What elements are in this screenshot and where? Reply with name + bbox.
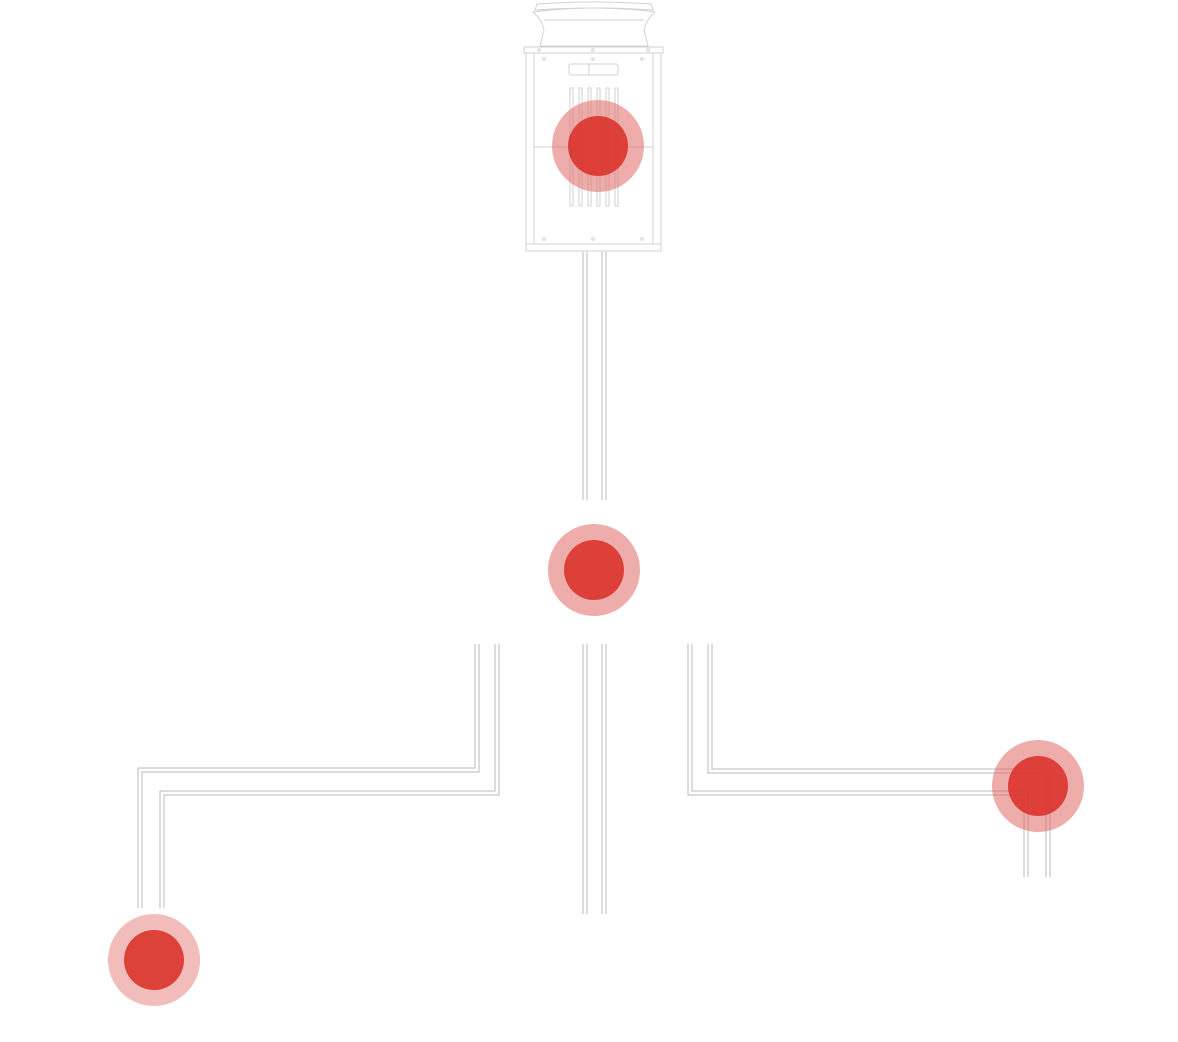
screw [542,57,546,61]
screw [646,48,650,52]
hotspot-unit-top[interactable] [552,100,644,192]
hotspot-branch-left[interactable] [108,914,200,1006]
pipe-main-riser [582,252,607,500]
hotspot-branch-right[interactable] [992,740,1084,832]
screw [591,57,595,61]
screw [640,57,644,61]
unit-top-flange [523,46,664,54]
screw [640,237,644,241]
pipe-center-branch [582,644,607,914]
screw [591,237,595,241]
screw [542,237,546,241]
pipe-left-branch [137,644,500,908]
unit-label-plate [568,63,619,76]
hotspot-junction-center[interactable] [548,524,640,616]
unit-screws [537,48,650,241]
screw [537,48,541,52]
unit-cap [534,1,654,11]
pipe-right-branch [687,644,1051,877]
unit-fan-housing [531,7,657,47]
pipe-network [137,252,1051,914]
screw [591,48,595,52]
